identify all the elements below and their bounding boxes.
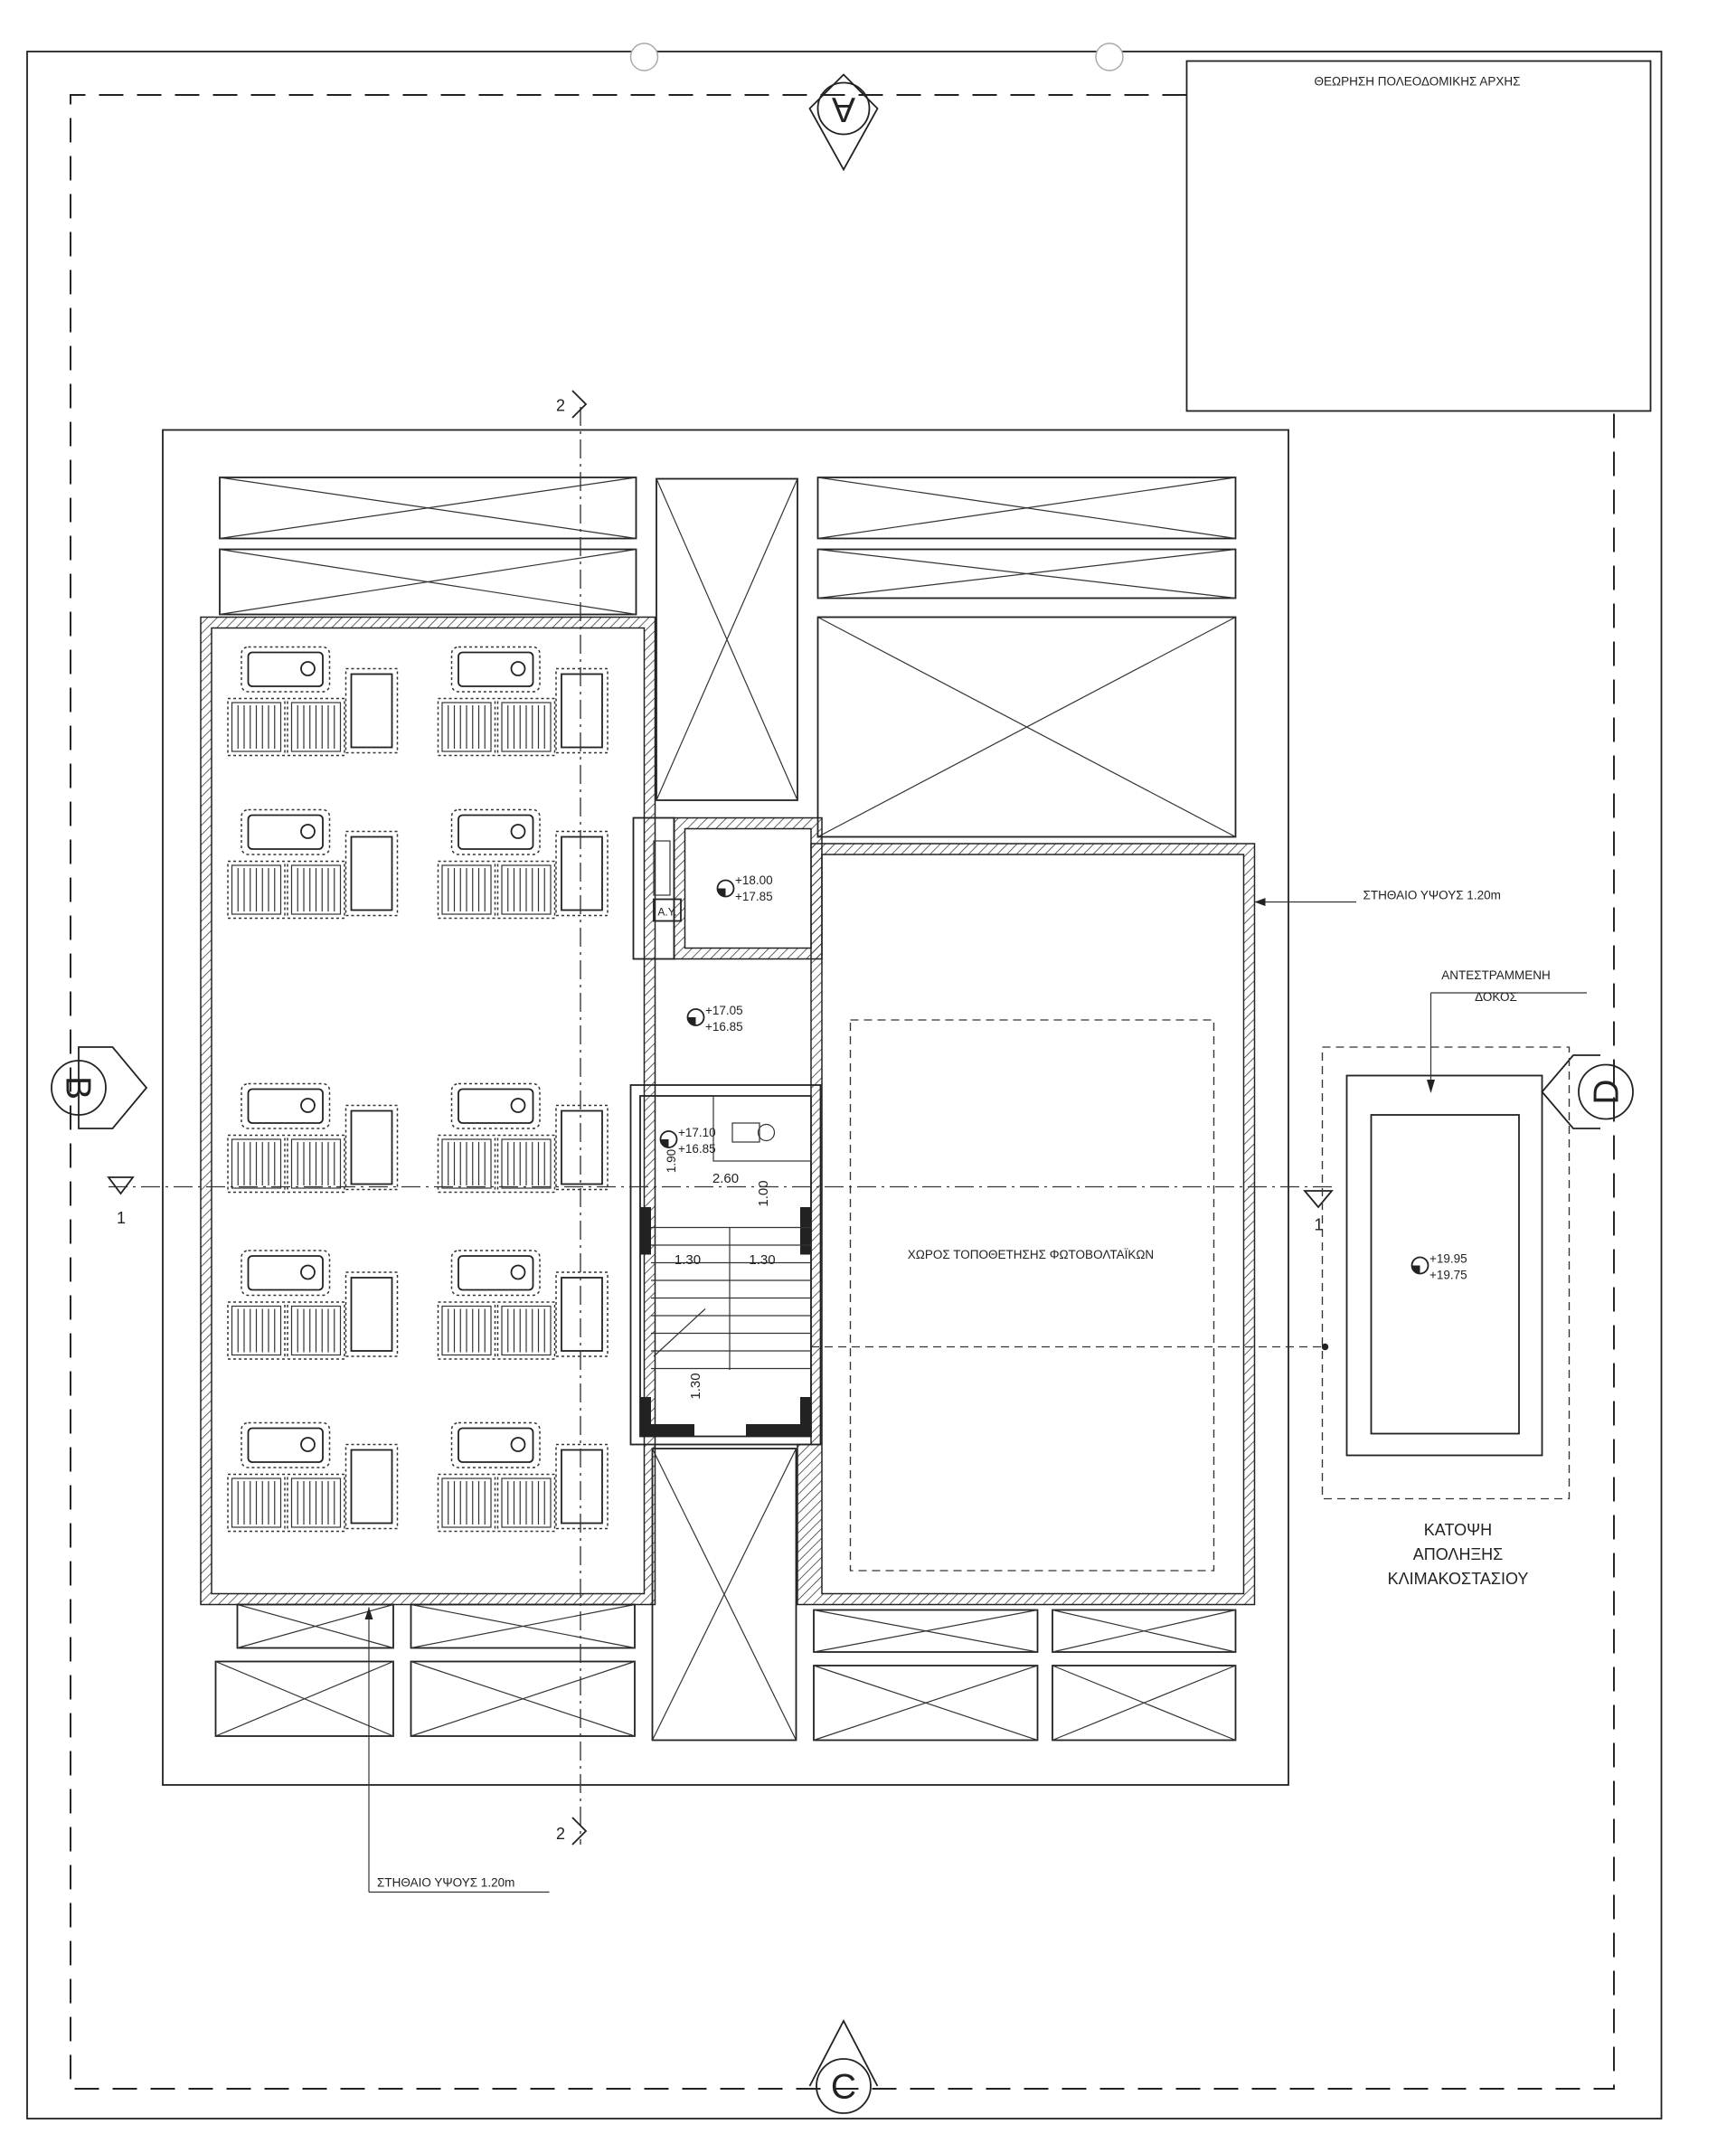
dim-bottom-landing: 1.30 [688, 1373, 703, 1399]
svg-text:A: A [832, 90, 855, 128]
svg-text:D: D [1588, 1079, 1627, 1104]
staircase: +17.10 +16.85 1.90 2.60 1.00 1.30 1.30 1… [629, 1084, 822, 1446]
parapet-note-right: ΣΤΗΘΑΙΟ ΥΨΟΥΣ 1.20m [1363, 889, 1501, 902]
inverted-beam-note-2: ΔΟΚΟΣ [1475, 990, 1517, 1004]
dim-clear: 1.00 [756, 1180, 771, 1206]
void-cross-box [816, 477, 1237, 540]
section-marker-b: B [51, 1046, 148, 1129]
solar-water-heater [227, 808, 399, 920]
void-cross-box [214, 1660, 394, 1737]
parapet-note-bottom: ΣΤΗΘΑΙΟ ΥΨΟΥΣ 1.20m [377, 1876, 514, 1890]
solar-water-heater [227, 1250, 399, 1360]
void-cross-box [219, 477, 637, 540]
solar-water-heater [227, 646, 399, 757]
solar-water-heater [227, 1082, 399, 1194]
sheet-border [26, 51, 1663, 2119]
svg-text:+17.05: +17.05 [705, 1004, 743, 1017]
svg-text:+16.85: +16.85 [705, 1020, 743, 1034]
section-2-bottom-label: 2 [556, 1825, 565, 1843]
void-cross-box [816, 548, 1237, 599]
svg-text:+19.95: +19.95 [1429, 1252, 1467, 1266]
dim-landing-width: 2.60 [712, 1171, 739, 1186]
section-1-left-label: 1 [117, 1209, 126, 1227]
svg-text:C: C [831, 2068, 856, 2107]
elevator-shaft: Α.Υ. [632, 817, 823, 960]
plot-boundary [70, 94, 1615, 2090]
solar-water-heater [437, 646, 609, 757]
svg-text:+16.85: +16.85 [678, 1142, 716, 1156]
svg-text:+17.10: +17.10 [678, 1126, 716, 1139]
void-cross-box [219, 548, 637, 616]
pv-area-label: ΧΩΡΟΣ ΤΟΠΟΘΕΤΗΣΗΣ ΦΩΤΟΒΟΛΤΑΪΚΩΝ [908, 1248, 1154, 1261]
pv-area [849, 1019, 1215, 1572]
solar-units [227, 646, 609, 1533]
void-cross-box [813, 1665, 1039, 1742]
section-1-right-label: 1 [1315, 1216, 1324, 1234]
section-marker-d: D [1541, 1054, 1634, 1129]
void-cross-box [656, 477, 798, 801]
section-marker-c: C [808, 2019, 879, 2114]
punch-hole [629, 42, 659, 71]
svg-text:+17.85: +17.85 [735, 890, 773, 903]
title-block-heading: ΘΕΩΡΗΣΗ ΠΟΛΕΟΔΟΜΙΚΗΣ ΑΡΧΗΣ [1315, 75, 1521, 89]
section-marker-a: A [808, 73, 879, 172]
void-cross-box [651, 1448, 797, 1742]
dim-flight-right: 1.30 [749, 1252, 775, 1268]
void-cross-box [410, 1603, 636, 1649]
void-cross-box [410, 1660, 636, 1737]
svg-text:+19.75: +19.75 [1429, 1269, 1467, 1282]
punch-hole [1095, 42, 1124, 71]
solar-water-heater [437, 808, 609, 920]
void-cross-box [816, 616, 1237, 838]
solar-water-heater [437, 1421, 609, 1533]
wheelchair-icon [731, 1122, 776, 1143]
cross-boxes [214, 477, 1237, 1742]
solar-water-heater [227, 1421, 399, 1533]
section-2-top-label: 2 [556, 397, 565, 415]
title-block: ΘΕΩΡΗΣΗ ΠΟΛΕΟΔΟΜΙΚΗΣ ΑΡΧΗΣ [1185, 60, 1652, 412]
roof-plan-title-1: ΚΑΤΟΨΗ [1424, 1521, 1492, 1539]
dim-flight-left: 1.30 [675, 1252, 701, 1268]
roof-plan-title-3: ΚΛΙΜΑΚΟΣΤΑΣΙΟΥ [1388, 1570, 1529, 1588]
roof-slab-outline [162, 429, 1289, 1786]
solar-water-heater [437, 1250, 609, 1360]
void-cross-box [1052, 1665, 1237, 1742]
dim-landing-depth: 1.90 [665, 1149, 678, 1173]
elevation-marker-landing: +17.10 +16.85 [659, 1126, 716, 1156]
svg-text:B: B [58, 1076, 97, 1100]
left-parapet [200, 616, 656, 1606]
void-cross-box [813, 1609, 1039, 1653]
roof-plan-title-2: ΑΠΟΛΗΞΗΣ [1413, 1545, 1504, 1563]
solar-water-heater [437, 1082, 609, 1194]
svg-text:+18.00: +18.00 [735, 873, 773, 887]
inverted-beam-note-1: ΑΝΤΕΣΤΡΑΜΜΕΝΗ [1441, 968, 1551, 982]
right-parapet [797, 843, 1256, 1606]
void-cross-box [1052, 1609, 1237, 1653]
stair-roof-plan: ΑΝΤΕΣΤΡΑΜΜΕΝΗ ΔΟΚΟΣ +19.95 +19.75 ΚΑΤΟΨΗ… [1321, 968, 1587, 1588]
elevation-marker-elevator: +18.00 +17.85 [716, 873, 773, 903]
elevator-tag: Α.Υ. [657, 906, 676, 919]
elevation-marker-roof: +17.05 +16.85 [686, 1004, 743, 1034]
